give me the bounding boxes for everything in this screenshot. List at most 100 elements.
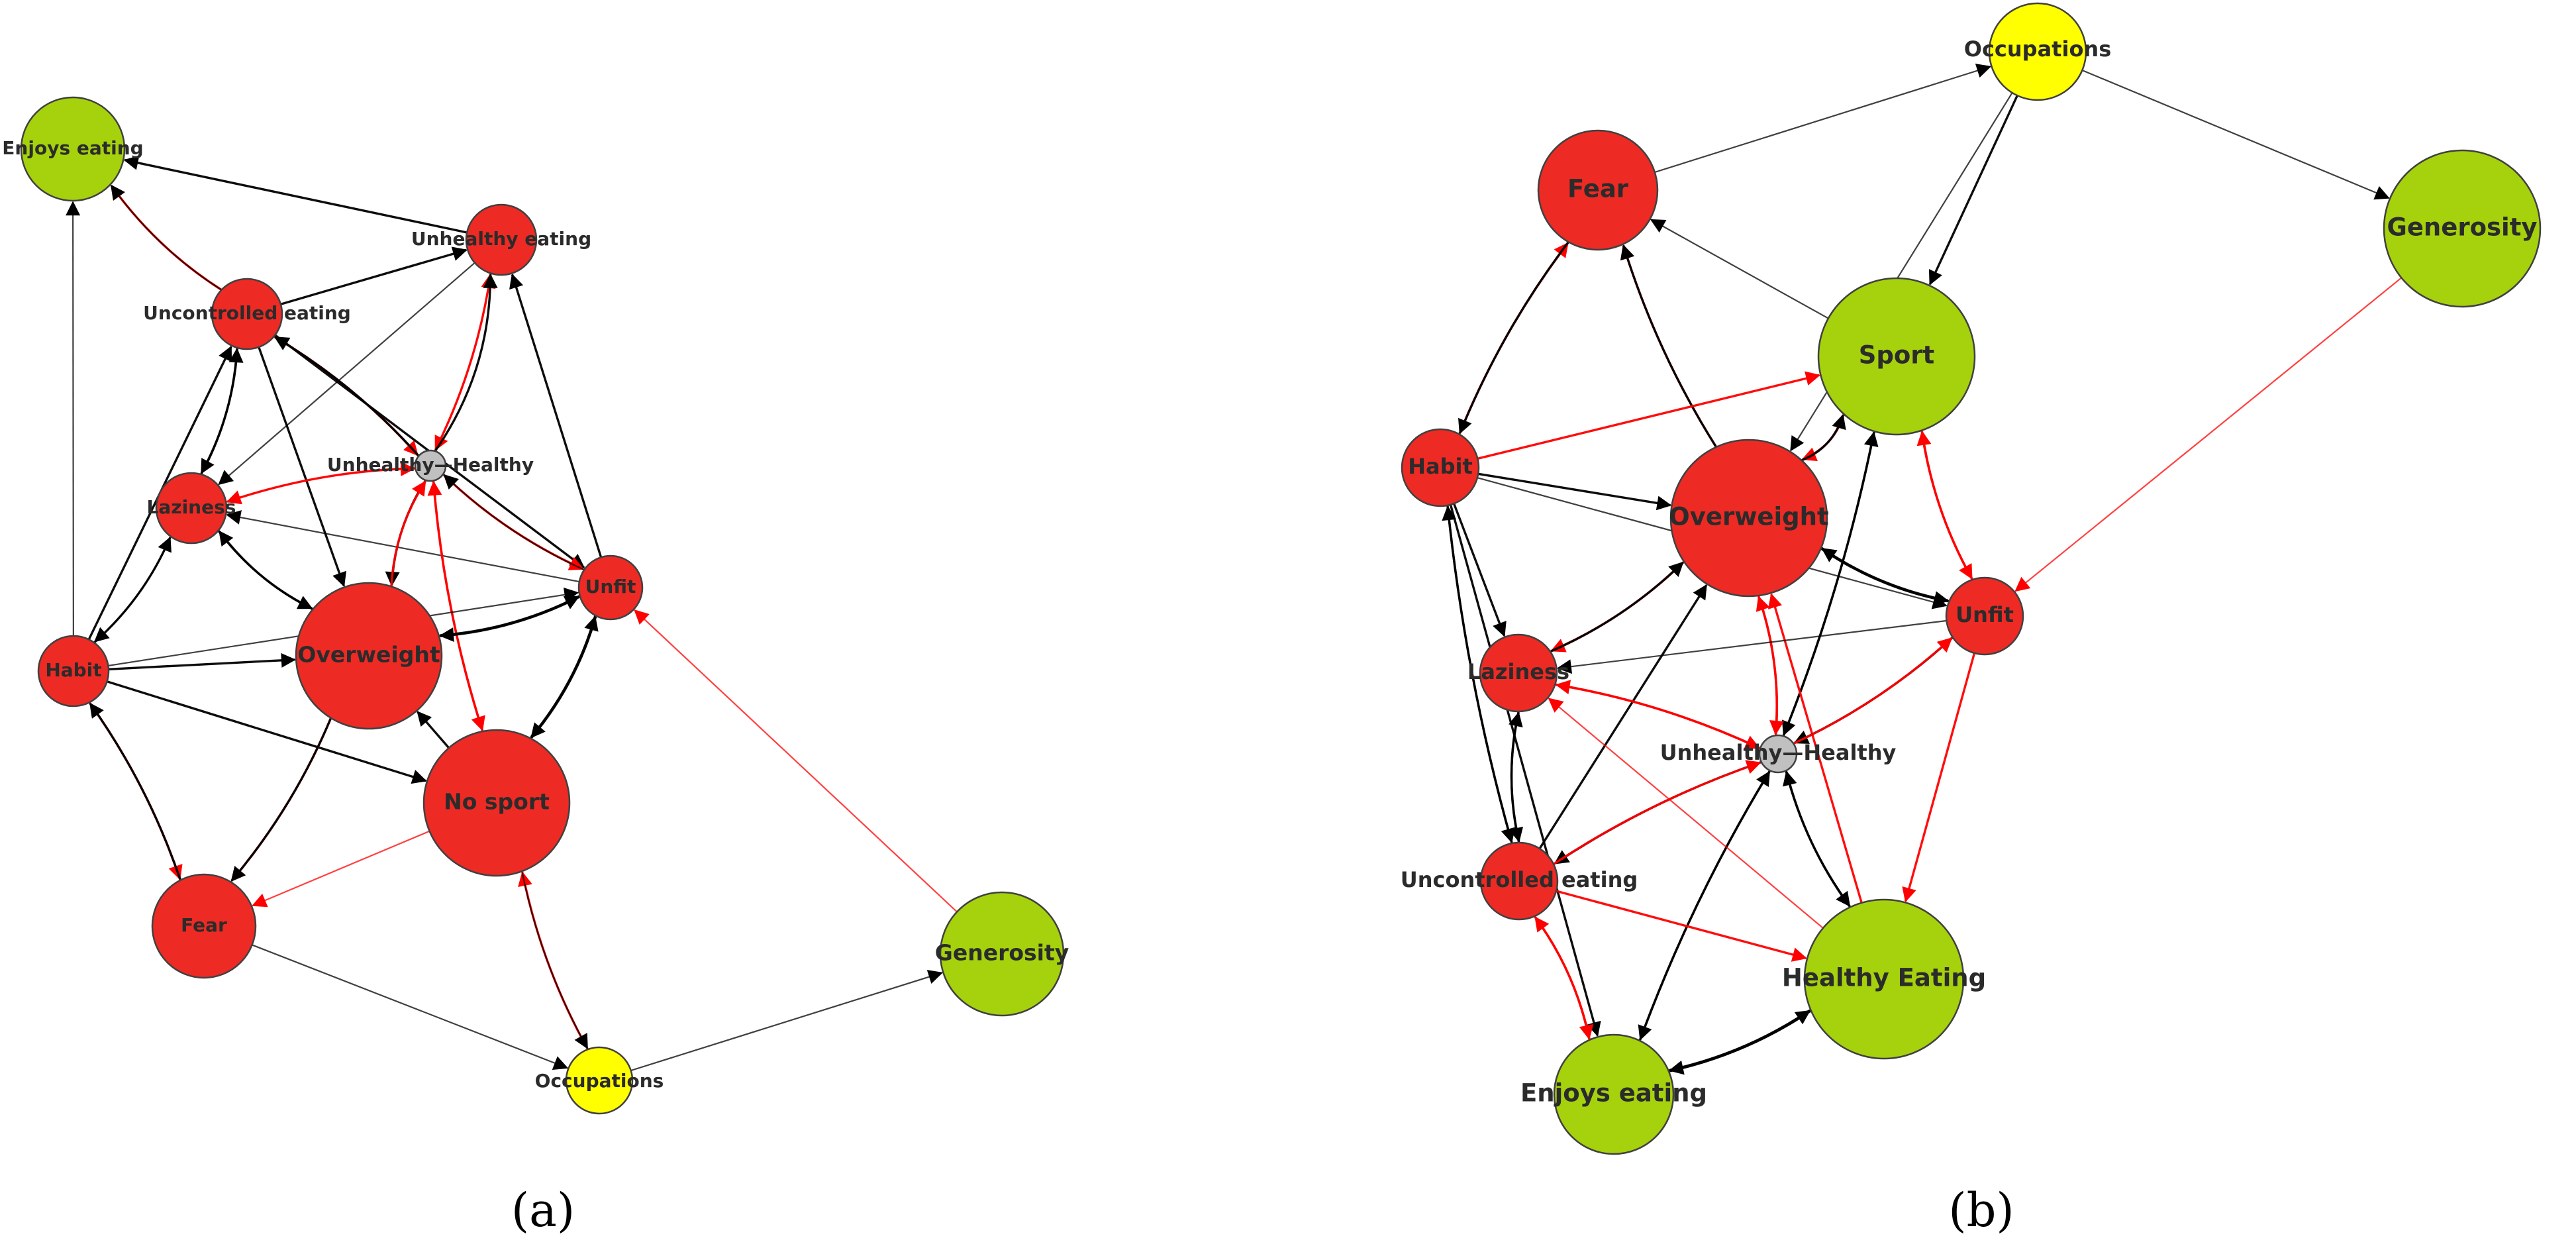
- node-center-circle: [414, 449, 447, 482]
- edge-fear-to-occupations: [1654, 64, 1992, 174]
- node-enjoys-label: Enjoys eating: [1520, 1079, 1707, 1108]
- node-uncontrolled-label: Uncontrolled eating: [1401, 867, 1638, 892]
- edge-healthy-to-enjoys: [1668, 1009, 1812, 1075]
- edge-laziness-to-center: [1555, 683, 1760, 749]
- node-uncontrolled: Uncontrolled eating: [143, 278, 351, 350]
- edge-uncontrolled-to-healthy: [1556, 890, 1807, 962]
- edge-unfit-to-center: [1793, 636, 1954, 744]
- node-overweight: Overweight: [1669, 439, 1829, 598]
- node-unfit-circle: [577, 554, 644, 621]
- node-fear-circle: [1537, 129, 1659, 251]
- edge-occupations-to-nosport: [518, 871, 589, 1050]
- edge-nosport-to-center: [427, 480, 484, 732]
- edge-laziness-to-overweight: [217, 529, 313, 609]
- node-generosity: Generosity: [2383, 149, 2542, 308]
- panel-b-graph: OccupationsFearGenerositySportHabitOverw…: [1401, 2, 2542, 1237]
- edge-unfit-to-laziness: [226, 510, 580, 583]
- edge-nosport-to-overweight: [417, 711, 450, 749]
- node-unfit: Unfit: [1945, 576, 2024, 656]
- node-unfit: Unfit: [577, 554, 644, 621]
- edge-laziness-to-uncontrolled: [200, 348, 244, 475]
- node-overweight: Overweight: [295, 582, 443, 730]
- node-sport-circle: [1817, 277, 1976, 436]
- edge-center-to-unfit: [442, 473, 585, 570]
- edge-overweight-to-sport: [1801, 413, 1846, 462]
- edge-healthy-to-center: [1783, 770, 1852, 908]
- node-laziness-label: Laziness: [1467, 659, 1569, 684]
- edge-unhealthy_eating-to-enjoys: [123, 156, 468, 234]
- edge-laziness-to-habit: [93, 536, 172, 643]
- node-occupations-label: Occupations: [1964, 36, 2112, 62]
- node-laziness-circle: [155, 472, 228, 545]
- edge-uncontrolled-to-laziness: [200, 347, 239, 474]
- node-center-circle: [1758, 734, 1798, 774]
- edge-nosport-to-occupations: [521, 870, 588, 1049]
- node-occupations: Occupations: [1964, 2, 2112, 101]
- edge-habit-to-fear: [88, 702, 183, 880]
- edge-habit-to-overweight: [1477, 472, 1672, 511]
- node-overweight-circle: [295, 582, 443, 730]
- node-unfit-label: Unfit: [585, 576, 636, 598]
- node-center: Unhealthy—Healthy: [327, 449, 534, 482]
- node-sport-label: Sport: [1859, 341, 1935, 370]
- node-enjoys-label: Enjoys eating: [2, 137, 143, 159]
- edge-center-to-healthy: [1785, 770, 1851, 908]
- edge-center-to-unhealthy_eating: [434, 273, 496, 452]
- edge-unhealthy_eating-to-center: [434, 273, 492, 451]
- node-generosity-label: Generosity: [2387, 213, 2537, 242]
- edge-generosity-to-unfit: [2014, 277, 2403, 592]
- edge-habit-to-enjoys: [66, 201, 81, 637]
- edge-center-to-nosport: [432, 480, 485, 731]
- node-unhealthy-eating-label: Unhealthy eating: [411, 228, 591, 250]
- node-habit-circle: [1401, 428, 1480, 507]
- edge-overweight-to-center: [390, 480, 426, 587]
- edge-center-to-uncontrolled: [273, 336, 420, 457]
- node-enjoys: Enjoys eating: [2, 96, 144, 202]
- node-habit-circle: [37, 635, 110, 707]
- edge-overweight-to-unfit: [438, 596, 580, 637]
- edge-habit-to-fear: [1458, 242, 1569, 435]
- edge-habit-to-overweight: [108, 653, 296, 670]
- edge-overweight-to-fear: [1620, 244, 1718, 448]
- edge-uncontrolled-to-habit: [1442, 505, 1513, 844]
- node-center-label: Unhealthy—Healthy: [1660, 740, 1897, 765]
- node-enjoys-circle: [20, 96, 126, 202]
- node-fear: Fear: [1537, 129, 1659, 251]
- node-laziness-label: Laziness: [147, 496, 236, 518]
- node-unfit-label: Unfit: [1956, 602, 2014, 627]
- edge-unfit-to-unhealthy_eating: [509, 273, 603, 558]
- node-generosity-circle: [2383, 149, 2542, 308]
- node-healthy-circle: [1803, 898, 1965, 1060]
- edge-uncontrolled-to-enjoys: [110, 184, 223, 291]
- node-nosport-circle: [422, 729, 571, 877]
- edge-enjoys-to-healthy: [1668, 1009, 1811, 1073]
- edge-habit-to-enjoys: [1449, 504, 1601, 1037]
- node-nosport: No sport: [422, 729, 571, 877]
- node-uncontrolled-circle: [211, 278, 283, 350]
- node-occupations-label: Occupations: [535, 1070, 664, 1092]
- edge-fear-to-habit: [89, 702, 182, 881]
- node-generosity: Generosity: [935, 891, 1069, 1017]
- edge-uncontrolled-to-overweight: [258, 346, 346, 588]
- edge-fear-to-habit: [1458, 241, 1569, 435]
- panel-a-edges: [66, 156, 958, 1072]
- edge-enjoys-to-uncontrolled: [1534, 916, 1591, 1041]
- edge-habit-to-laziness: [1453, 503, 1507, 637]
- panel-b-edges: [1442, 64, 2403, 1075]
- edge-generosity-to-unfit: [634, 609, 958, 913]
- node-laziness: Laziness: [147, 472, 236, 545]
- edge-occupations-to-sport: [1928, 95, 2018, 286]
- edge-laziness-to-overweight: [1550, 561, 1684, 653]
- node-habit-label: Habit: [45, 659, 101, 681]
- edge-uncontrolled-to-center: [1553, 760, 1761, 865]
- node-overweight-circle: [1669, 439, 1828, 598]
- edge-center-to-overweight: [385, 479, 427, 587]
- edge-uncontrolled-to-unhealthy_eating: [280, 246, 468, 305]
- node-uncontrolled: Uncontrolled eating: [1401, 841, 1638, 921]
- edge-healthy-to-laziness: [1548, 698, 1824, 929]
- edge-overweight-to-fear: [1620, 244, 1718, 448]
- edge-center-to-overweight: [1756, 596, 1779, 736]
- edge-center-to-sport: [1782, 431, 1879, 737]
